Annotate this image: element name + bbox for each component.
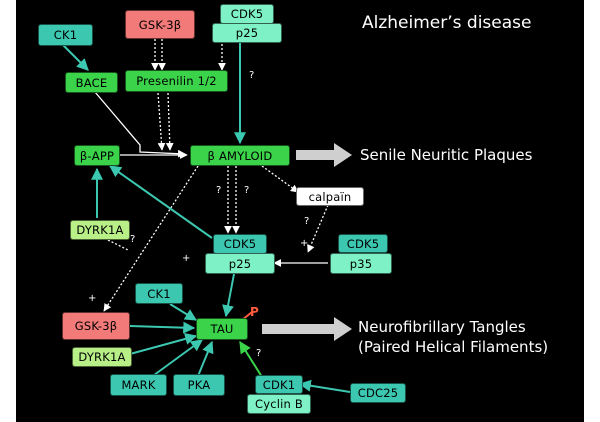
- node-p25-top: p25: [212, 23, 282, 43]
- edge-pka-tau: [197, 340, 214, 377]
- edge-p25-tau: [222, 273, 235, 318]
- question-mark-5: ?: [130, 234, 136, 245]
- outcome-tangles-line1: Neurofibrillary Tangles: [358, 318, 526, 336]
- node-dyrk1a-bottom: DYRK1A: [72, 347, 132, 367]
- node-cdk5-mid: CDK5: [213, 234, 267, 254]
- edge-cdc25-cdk1: [298, 379, 351, 393]
- node-cdk5-right: CDK5: [338, 234, 388, 253]
- node-ck1-top: CK1: [38, 24, 93, 46]
- edge-presenilin-amyloid-b: [165, 92, 174, 151]
- edge-amyloid-gsk3b: [103, 165, 199, 312]
- edge-cdk1-tau: [239, 340, 263, 378]
- node-cdc25: CDC25: [350, 383, 406, 403]
- outcome-tangles-line2: (Paired Helical Filaments): [358, 338, 549, 356]
- plus-mark-3: +: [88, 293, 97, 304]
- plus-mark-2: +: [300, 238, 309, 249]
- edge-dyrk1a-down: [107, 239, 129, 251]
- node-cdk1: CDK1: [255, 375, 303, 394]
- node-cyclin-b: Cyclin B: [247, 394, 311, 414]
- node-cdk5-top: CDK5: [220, 4, 274, 24]
- edge-gsk3b-tau: [129, 321, 196, 334]
- edge-bace-amyloid: [94, 91, 186, 158]
- diagram-title: Alzheimer’s disease: [362, 13, 532, 33]
- node-beta-app: β-APP: [74, 145, 120, 166]
- tangles-arrow: [262, 317, 352, 341]
- node-tau: TAU: [196, 318, 248, 340]
- edge-ck1-bace: [61, 43, 89, 71]
- edge-mark-tau: [149, 339, 203, 379]
- edge-amyloid-calpain: [261, 165, 299, 193]
- edge-ck1-tau: [169, 303, 198, 321]
- phospho-mark: P: [250, 305, 259, 319]
- node-presenilin: Presenilin 1/2: [125, 70, 228, 92]
- edge-cdk5-bapp: [109, 165, 213, 239]
- node-pka: PKA: [173, 374, 225, 396]
- question-mark-1: ?: [249, 70, 255, 81]
- question-mark-2: ?: [216, 185, 222, 196]
- node-bace: BACE: [65, 72, 118, 93]
- node-beta-amyloid: β AMYLOID: [190, 145, 290, 166]
- node-p25-mid: p25: [205, 253, 275, 274]
- question-mark-6: ?: [256, 348, 262, 359]
- question-mark-4: ?: [304, 216, 310, 227]
- plaques-arrow: [296, 143, 352, 167]
- edge-presenilin-amyloid-a: [157, 92, 166, 151]
- edge-dyrk1a-tau: [129, 333, 198, 355]
- node-dyrk1a-left: DYRK1A: [70, 220, 130, 240]
- node-gsk3b-top: GSK-3β: [125, 10, 195, 39]
- edge-calpain-p35: [307, 204, 329, 253]
- node-gsk3b-bottom: GSK-3β: [62, 312, 130, 340]
- node-calpain: calpaïn: [296, 187, 364, 206]
- node-ck1-mid: CK1: [135, 283, 183, 304]
- plus-mark-1: +: [182, 253, 191, 264]
- outcome-plaques: Senile Neuritic Plaques: [360, 146, 533, 164]
- node-p35: p35: [330, 253, 392, 274]
- node-mark: MARK: [110, 374, 167, 396]
- question-mark-3: ?: [244, 185, 250, 196]
